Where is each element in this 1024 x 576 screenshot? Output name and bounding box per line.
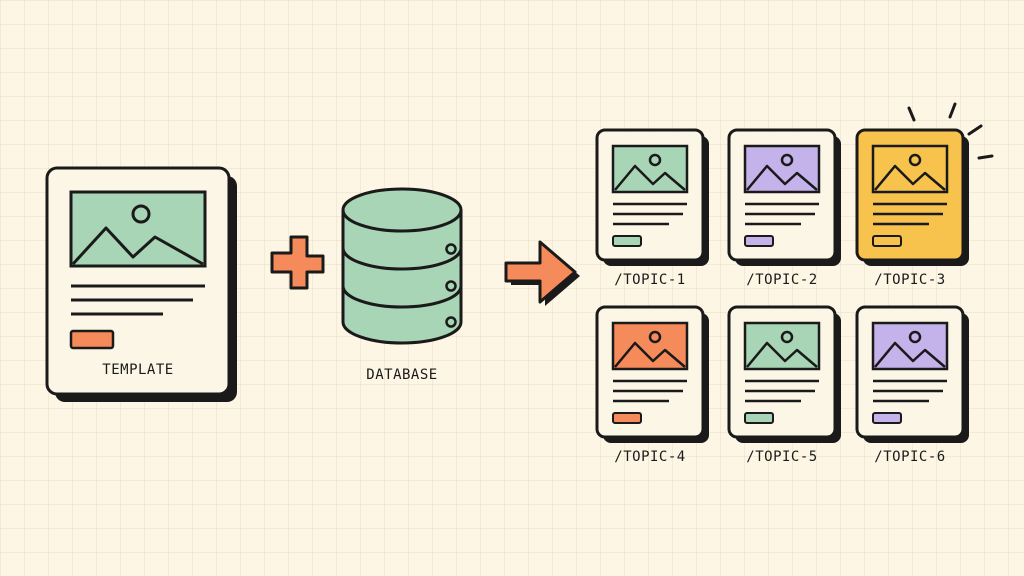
page-label: /TOPIC-3 [874,272,946,288]
page-label: /TOPIC-2 [746,272,818,288]
page-label: /TOPIC-4 [614,449,686,465]
page-card [595,305,709,443]
page-card [727,305,841,443]
page-image-icon [611,144,689,194]
template-card [45,166,237,402]
page-image-icon [743,321,821,371]
template-label: TEMPLATE [102,362,174,378]
page-card [727,128,841,266]
page-button [612,412,642,424]
output-pages [595,128,969,443]
plus-icon [270,235,325,290]
page-card [855,128,969,266]
page-button [612,235,642,247]
page-image-icon [871,144,949,194]
page-label: /TOPIC-6 [874,449,946,465]
page-label: /TOPIC-1 [614,272,686,288]
template-button [69,329,115,350]
page-card [595,128,709,266]
page-button [744,235,774,247]
page-button [744,412,774,424]
database-icon [341,187,463,345]
database-label: DATABASE [366,367,438,383]
page-image-icon [871,321,949,371]
page-button [872,235,902,247]
page-card [855,305,969,443]
template-image-icon [69,190,207,268]
page-image-icon [743,144,821,194]
page-button [872,412,902,424]
page-image-icon [611,321,689,371]
arrow-right-icon [504,240,577,304]
page-label: /TOPIC-5 [746,449,818,465]
sparkle-icon [907,102,994,160]
